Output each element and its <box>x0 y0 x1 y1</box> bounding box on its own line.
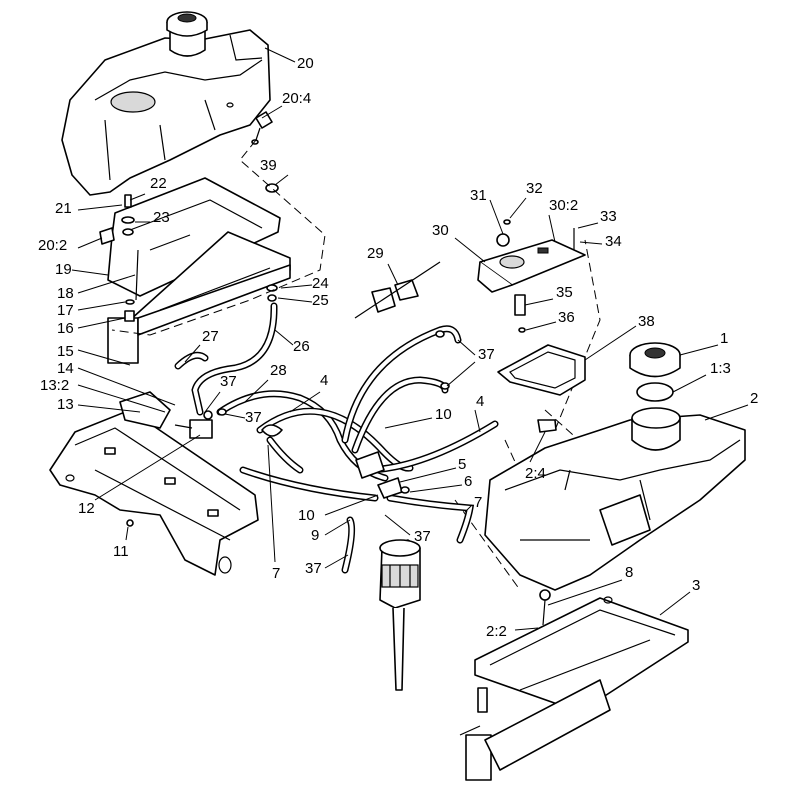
callout-label: 9 <box>311 527 319 544</box>
left-hardware <box>99 183 279 322</box>
callout-label: 17 <box>57 302 74 319</box>
callout-label: 2:2 <box>486 623 507 640</box>
left-fuel-tank <box>61 11 271 196</box>
hose-clamps <box>217 330 450 499</box>
fuel-shutoff-valve <box>174 410 213 439</box>
callout-label: 37 <box>220 373 237 390</box>
callout-label: 2:4 <box>525 465 546 482</box>
callout-label: 10 <box>298 507 315 524</box>
callout-label: 27 <box>202 328 219 345</box>
callout-label: 24 <box>312 275 329 292</box>
callout-label: 37 <box>478 346 495 363</box>
callout-label: 5 <box>458 456 466 473</box>
callout-label: 19 <box>55 261 72 278</box>
callout-label: 20:2 <box>38 237 67 254</box>
callout-label: 18 <box>57 285 74 302</box>
right-frame-3 <box>459 596 689 781</box>
callout-label: 1:3 <box>710 360 731 377</box>
callout-label: 20 <box>297 55 314 72</box>
callout-label: 32 <box>526 180 543 197</box>
callout-label: 6 <box>464 473 472 490</box>
fuel-pump <box>379 539 421 691</box>
callout-label: 12 <box>78 500 95 517</box>
callout-label: 38 <box>638 313 655 330</box>
callout-label: 36 <box>558 309 575 326</box>
callout-labels: 2020:43922212320:219181716151413:2131211… <box>38 55 758 640</box>
callout-label: 39 <box>260 157 277 174</box>
control-panel-30 <box>477 219 586 333</box>
callout-label: 34 <box>605 233 622 250</box>
callout-label: 8 <box>625 564 633 581</box>
callout-label: 37 <box>414 528 431 545</box>
callout-label: 33 <box>600 208 617 225</box>
callout-label: 30 <box>432 222 449 239</box>
callout-label: 13:2 <box>40 377 69 394</box>
callout-label: 7 <box>272 565 280 582</box>
callout-label: 26 <box>293 338 310 355</box>
tank-mount-bracket <box>107 177 291 364</box>
callout-label: 25 <box>312 292 329 309</box>
callout-label: 31 <box>470 187 487 204</box>
callout-label: 4 <box>476 393 484 410</box>
callout-label: 23 <box>153 209 170 226</box>
callout-label: 14 <box>57 360 74 377</box>
callout-label: 4 <box>320 372 328 389</box>
callout-label: 13 <box>57 396 74 413</box>
carry-handle-38 <box>497 344 586 396</box>
callout-label: 35 <box>556 284 573 301</box>
callout-label: 30:2 <box>549 197 578 214</box>
callout-label: 37 <box>305 560 322 577</box>
tank-fitting-20-4 <box>251 111 273 145</box>
lower-frame <box>49 391 259 576</box>
callout-leaders <box>71 47 749 631</box>
right-fuel-cap <box>629 342 681 402</box>
callout-label: 3 <box>692 577 700 594</box>
callout-label: 22 <box>150 175 167 192</box>
callout-label: 7 <box>474 494 482 511</box>
callout-label: 16 <box>57 320 74 337</box>
callout-label: 2 <box>750 390 758 407</box>
callout-label: 20:4 <box>282 90 311 107</box>
callout-label: 11 <box>113 543 129 560</box>
callout-label: 1 <box>720 330 728 347</box>
callout-label: 21 <box>55 200 72 217</box>
strap-29 <box>354 261 441 319</box>
callout-label: 15 <box>57 343 74 360</box>
callout-label: 28 <box>270 362 287 379</box>
callout-label: 10 <box>435 406 452 423</box>
callout-label: 37 <box>245 409 262 426</box>
callout-label: 29 <box>367 245 384 262</box>
right-fuel-tank <box>484 407 746 626</box>
